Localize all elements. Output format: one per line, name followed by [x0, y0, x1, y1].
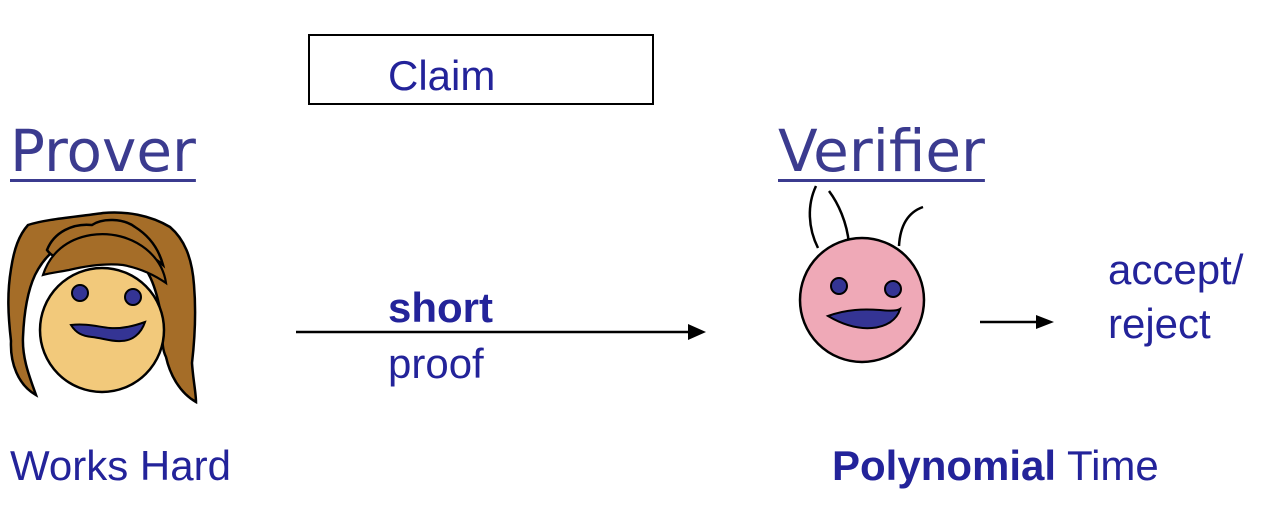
verifier-mouth: [825, 306, 902, 330]
verifier-face: [798, 236, 926, 364]
verifier-caption-rest: Time: [1056, 442, 1159, 489]
prover-mouth: [69, 320, 147, 343]
result-accept: accept/: [1108, 246, 1244, 293]
prover-title: Prover: [10, 117, 196, 185]
proof-arrow: [296, 324, 706, 340]
result-arrow: [980, 315, 1054, 329]
verifier-antenna-middle: [827, 190, 851, 245]
verifier-title: Verifier: [778, 117, 985, 185]
prover-right-eye: [124, 288, 142, 306]
prover-caption: Works Hard: [10, 442, 231, 489]
claim-label: Claim: [388, 52, 496, 99]
proof-label: proof: [388, 340, 484, 387]
verifier-antenna-right: [897, 205, 924, 247]
prover-bangs-front: [41, 233, 168, 286]
verifier-antenna-left: [808, 185, 820, 249]
verifier-caption: Polynomial Time: [832, 442, 1159, 490]
verifier-left-eye: [830, 277, 848, 295]
verifier-right-eye: [884, 280, 902, 298]
verifier-caption-bold: Polynomial: [832, 442, 1057, 489]
result-reject: reject: [1108, 300, 1211, 347]
claim-box: [308, 34, 654, 105]
proof-qualifier: short: [388, 284, 493, 331]
verifier-face-icon: [798, 185, 926, 364]
prover-face-icon: [7, 211, 198, 405]
prover-left-eye: [71, 284, 89, 302]
